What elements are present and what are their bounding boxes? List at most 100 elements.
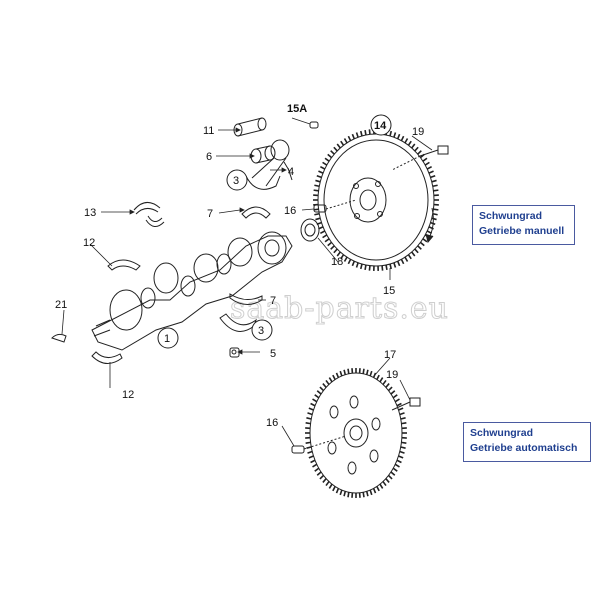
gear-tooth: [365, 369, 369, 375]
gear-tooth: [347, 258, 352, 265]
gear-tooth: [330, 245, 335, 250]
gear-tooth: [398, 455, 404, 459]
gear-tooth: [308, 407, 314, 411]
gear-tooth: [327, 241, 333, 247]
gear-tooth: [318, 170, 324, 174]
gear-tooth: [385, 383, 390, 388]
conrod-bearing-upper: [241, 206, 271, 219]
gear-tooth: [433, 189, 439, 192]
gear-tooth: [379, 483, 384, 489]
gear-tooth: [399, 450, 405, 454]
label-manual-subtitle: Getriebe manuell: [479, 225, 565, 237]
conrod-nut: [229, 347, 240, 358]
gear-tooth: [316, 390, 322, 395]
gear-tooth: [330, 150, 335, 155]
gear-tooth: [339, 489, 343, 496]
gear-tooth: [389, 130, 393, 137]
gear-tooth: [393, 132, 397, 138]
conrod-cap: [219, 313, 257, 332]
flexplate-automatic: [305, 368, 407, 498]
gear-tooth: [396, 133, 401, 140]
gear-tooth: [400, 446, 406, 449]
gear-tooth: [432, 212, 438, 216]
gear-tooth: [385, 478, 390, 483]
gear-tooth: [364, 129, 367, 136]
gear-tooth: [400, 417, 406, 420]
gear-tooth: [305, 422, 311, 425]
gear-tooth: [381, 265, 384, 271]
gear-tooth: [400, 258, 405, 265]
gear-tooth: [411, 251, 416, 257]
gear-tooth: [305, 441, 311, 444]
flywheel-bolt-top: [391, 145, 449, 171]
main-bearing-upper: [107, 259, 141, 271]
gear-tooth: [312, 463, 318, 468]
pin-15a: [309, 121, 319, 129]
gear-tooth: [340, 254, 345, 260]
gear-tooth: [335, 488, 340, 494]
gear-tooth: [307, 412, 313, 416]
gear-tooth: [312, 398, 318, 403]
gear-tooth: [339, 370, 343, 377]
gear-tooth: [401, 422, 407, 425]
gear-tooth: [333, 248, 338, 254]
gear-tooth: [343, 491, 347, 497]
callout-1: 1: [164, 333, 170, 345]
callout-19-upper: 19: [412, 126, 424, 138]
gear-tooth: [389, 263, 393, 270]
gear-tooth: [430, 174, 436, 179]
gear-tooth: [368, 265, 371, 271]
callout-17: 17: [384, 349, 396, 361]
gear-tooth: [319, 386, 325, 392]
gear-tooth: [319, 230, 326, 235]
gear-tooth: [392, 394, 398, 399]
gear-tooth: [411, 143, 416, 149]
gear-tooth: [417, 245, 422, 250]
callout-11: 11: [203, 125, 214, 137]
callout-21: 21: [55, 299, 67, 311]
gear-tooth: [422, 157, 428, 162]
gear-tooth: [322, 383, 327, 388]
gear-tooth: [322, 234, 328, 239]
gear-tooth: [325, 481, 330, 487]
gear-tooth: [322, 478, 327, 483]
gear-tooth: [307, 450, 313, 454]
flexplate-bolt: [391, 397, 421, 411]
gear-tooth: [362, 368, 365, 374]
dowel-pin-bottom: [291, 435, 347, 454]
callout-3-upper: 3: [233, 175, 239, 187]
gear-tooth: [365, 491, 369, 497]
gear-tooth: [419, 241, 425, 247]
gear-tooth: [359, 130, 363, 137]
gear-tooth: [359, 263, 363, 270]
gear-tooth: [310, 459, 316, 464]
gear-tooth: [327, 153, 333, 159]
gear-tooth: [332, 486, 336, 492]
gear-tooth: [343, 369, 347, 375]
callout-7-upper: 7: [207, 208, 213, 220]
gear-tooth: [401, 441, 407, 444]
label-manual-flywheel: Schwungrad Getriebe manuell: [472, 205, 575, 245]
gear-tooth: [310, 402, 316, 407]
crankshaft: [91, 231, 293, 351]
gear-tooth: [382, 481, 387, 487]
gear-tooth: [431, 217, 437, 221]
gear-tooth: [396, 402, 402, 407]
main-bearing-lower: [91, 351, 123, 364]
gear-tooth: [400, 135, 405, 142]
gear-tooth: [372, 488, 377, 494]
gear-tooth: [343, 256, 348, 262]
piston-pin: [233, 117, 267, 137]
gear-tooth: [340, 140, 345, 146]
callout-16-upper: 16: [284, 205, 296, 217]
thrust-washers: [133, 202, 165, 227]
gear-tooth: [313, 189, 319, 192]
gear-tooth: [398, 407, 404, 411]
gear-tooth: [364, 264, 367, 271]
gear-tooth: [368, 129, 371, 135]
callout-6: 6: [206, 151, 212, 163]
gear-tooth: [336, 251, 341, 257]
gear-tooth: [414, 146, 419, 152]
gear-tooth: [392, 467, 398, 472]
